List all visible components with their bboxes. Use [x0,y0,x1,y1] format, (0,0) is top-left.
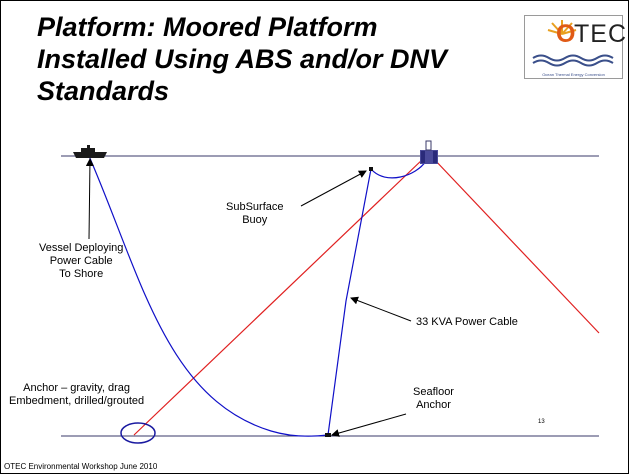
vessel-label: Vessel Deploying Power Cable To Shore [39,242,123,281]
sun-icon [532,20,614,67]
cable-label-text: 33 KVA Power Cable [416,316,518,328]
seafloor-anchor-label-line-1: Seafloor [413,386,454,398]
mooring-line-left [133,157,425,436]
anchor-highlight-circle [120,422,156,444]
vessel-icon [73,145,107,158]
otec-logo: O TEC Ocean Thermal Energy Conversion [524,15,626,79]
power-cable-to-shore [88,155,329,437]
anchor-label-line-1: Anchor – gravity, drag [23,382,130,394]
buoy-callout-arrow [300,170,367,207]
buoy-label: SubSurface Buoy [226,201,283,227]
subsurface-buoy-marker [369,167,373,171]
title-line-2: Installed Using ABS and/or DNV [37,44,448,74]
power-cable-riser [327,168,372,436]
cable-callout-arrow [350,296,412,322]
title-line-1: Platform: Moored Platform [37,12,378,42]
footer-text: OTEC Environmental Workshop June 2010 [4,462,158,471]
seafloor-anchor-marker [325,433,331,437]
power-cable-buoy-link [370,160,427,179]
anchor-label-line-2: Embedment, drilled/grouted [9,395,145,407]
cable-label: 33 KVA Power Cable [416,316,518,329]
page-number: 13 [538,419,545,425]
vessel-callout-arrow [85,158,94,240]
mooring-line-right [432,157,600,334]
vessel-label-line-1: Vessel Deploying [39,242,124,254]
anchor-callout-arrow [331,413,407,437]
slide-title: Platform: Moored Platform Installed Usin… [37,11,507,107]
logo-letter-o: O [556,20,576,48]
platform-icon [420,140,438,164]
seafloor-anchor-label: Seafloor Anchor [413,386,454,412]
buoy-label-line-2: Buoy [242,214,268,226]
seafloor-anchor-label-line-2: Anchor [416,399,451,411]
vessel-label-line-2: Power Cable [49,255,113,267]
anchor-label: Anchor – gravity, drag Embedment, drille… [9,382,144,408]
buoy-label-line-1: SubSurface [226,201,284,213]
logo-tagline: Ocean Thermal Energy Conversion [542,72,605,77]
logo-letters-tec: TEC [574,20,627,48]
title-line-3: Standards [37,76,170,106]
vessel-label-line-3: To Shore [59,268,104,280]
